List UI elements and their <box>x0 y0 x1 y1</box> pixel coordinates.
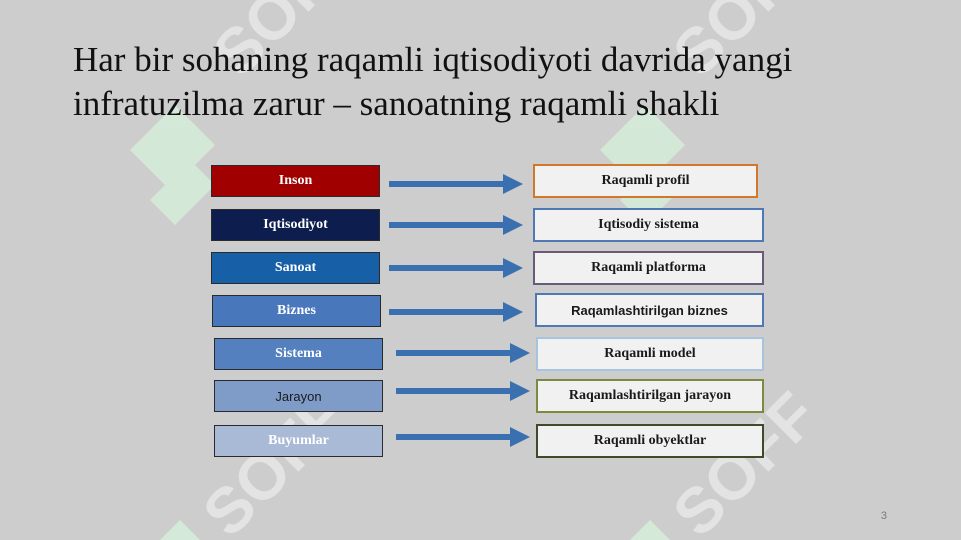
arrow-right-icon <box>389 258 523 278</box>
target-box-raqamli-model: Raqamli model <box>536 337 764 371</box>
target-label: Raqamli model <box>604 346 696 361</box>
arrow-right-icon <box>389 174 523 194</box>
target-label: Raqamlashtirilgan biznes <box>571 302 728 318</box>
source-label: Sistema <box>275 346 322 361</box>
source-label: Jarayon <box>275 388 322 404</box>
target-label: Iqtisodiy sistema <box>598 217 699 232</box>
target-box-raqamlashtirilgan-biznes: Raqamlashtirilgan biznes <box>535 293 764 327</box>
target-box-raqamli-platforma: Raqamli platforma <box>533 251 764 285</box>
target-box-iqtisodiy-sistema: Iqtisodiy sistema <box>533 208 764 242</box>
arrow-right-icon <box>396 381 530 401</box>
source-label: Biznes <box>277 303 316 318</box>
target-label: Raqamli obyektlar <box>593 433 707 448</box>
source-box-sistema: Sistema <box>214 338 383 370</box>
source-box-inson: Inson <box>211 165 380 197</box>
target-box-raqamli-profil: Raqamli profil <box>533 164 758 198</box>
arrow-right-icon <box>389 215 523 235</box>
target-box-raqamli-obyektlar: Raqamli obyektlar <box>536 424 764 458</box>
source-box-iqtisodiyot: Iqtisodiyot <box>211 209 380 241</box>
source-label: Sanoat <box>274 260 317 275</box>
target-label: Raqamli profil <box>601 173 690 188</box>
source-box-buyumlar: Buyumlar <box>214 425 383 457</box>
target-box-raqamlashtirilgan-jarayon: Raqamlashtirilgan jarayon <box>536 379 764 413</box>
arrow-right-icon <box>389 302 523 322</box>
arrow-right-icon <box>396 427 530 447</box>
page-number: 3 <box>880 510 887 522</box>
source-label: Buyumlar <box>268 433 329 448</box>
source-box-sanoat: Sanoat <box>211 252 380 284</box>
source-box-jarayon: Jarayon <box>214 380 383 412</box>
target-label: Raqamli platforma <box>591 260 706 275</box>
source-label: Iqtisodiyot <box>263 217 328 232</box>
source-box-biznes: Biznes <box>212 295 381 327</box>
target-label: Raqamlashtirilgan jarayon <box>568 388 732 403</box>
slide-title: Har bir sohaning raqamli iqtisodiyoti da… <box>73 40 793 123</box>
arrow-right-icon <box>396 343 530 363</box>
source-label: Inson <box>278 173 313 188</box>
